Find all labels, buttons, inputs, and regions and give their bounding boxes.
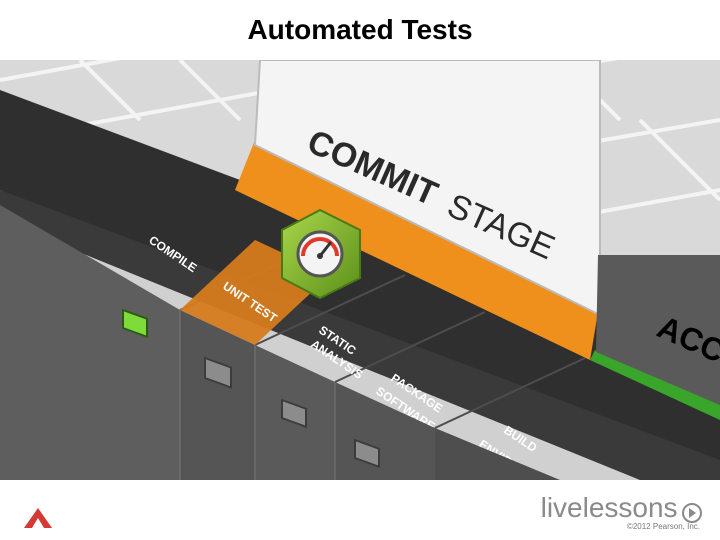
- copyright: ©2012 Pearson, Inc.: [626, 522, 700, 531]
- status-indicator-light: [122, 308, 148, 339]
- next-stage-band: [590, 350, 720, 420]
- brand-live: live: [540, 492, 583, 523]
- next-stage-sign: [596, 255, 720, 405]
- slot: [204, 356, 232, 389]
- automated-test-gauge-icon: [281, 208, 361, 300]
- play-icon: [682, 502, 702, 523]
- slot: [281, 398, 307, 429]
- slot: [354, 438, 380, 469]
- slide-title: Automated Tests: [247, 14, 473, 45]
- brand-lessons: lessons: [582, 492, 678, 523]
- pearson-logo-icon: [24, 508, 52, 533]
- livelessons-logo: livelessons: [541, 492, 702, 524]
- commit-stage-band: [235, 140, 600, 360]
- pipeline-illustration: COMMIT STAGE ACC COMPILE UNIT TEST STATI…: [0, 18, 720, 485]
- pipeline-track: [0, 90, 720, 480]
